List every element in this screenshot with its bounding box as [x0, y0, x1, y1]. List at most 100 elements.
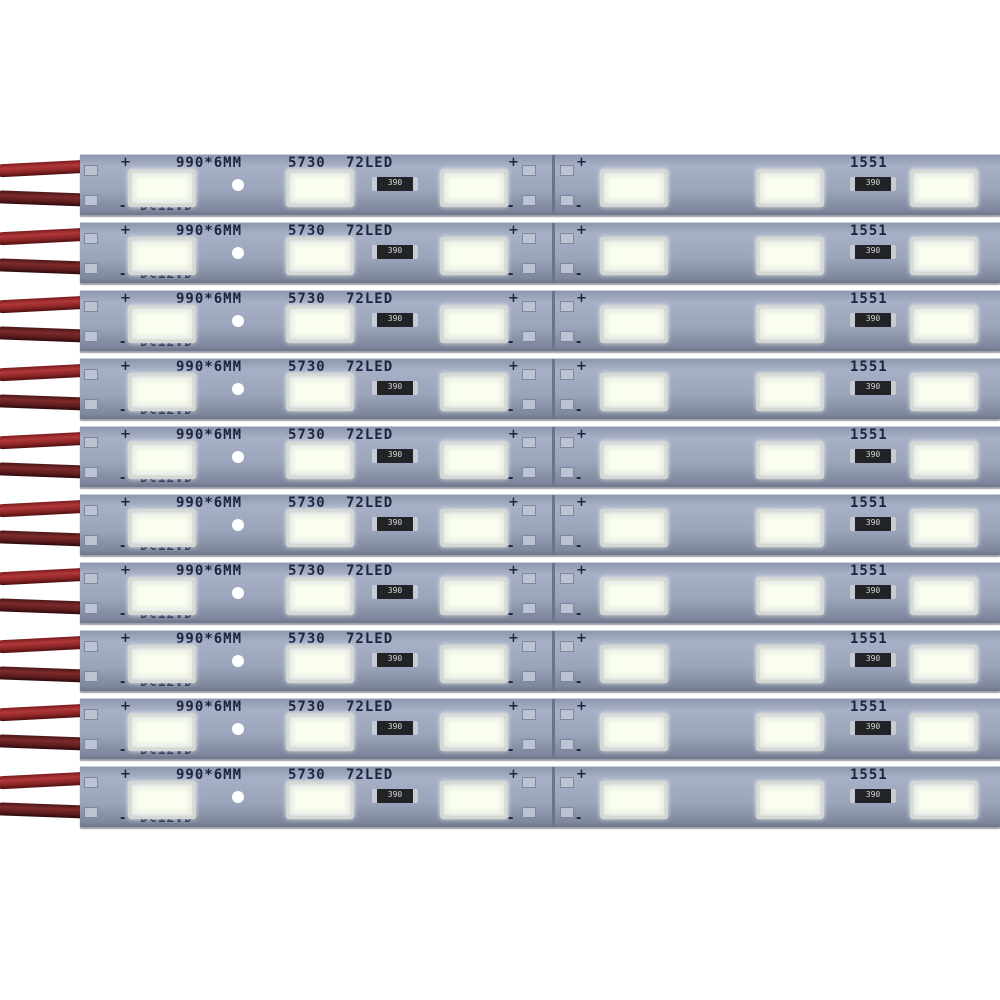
batch-code-text: 1551: [850, 359, 888, 375]
led-emitter: [608, 789, 660, 811]
smd-led: [440, 169, 508, 207]
solder-pad: [84, 331, 98, 342]
solder-pad: [84, 165, 98, 176]
minus-marking: -: [576, 471, 582, 486]
joint-pad: [560, 807, 574, 818]
joint-pad: [560, 263, 574, 274]
joint-pad: [522, 195, 536, 206]
plus-marking: +: [576, 223, 587, 238]
joint-pad: [522, 369, 536, 380]
plus-marking: +: [576, 359, 587, 374]
minus-marking: -: [576, 811, 582, 826]
resistor-value: 390: [387, 246, 403, 255]
smd-resistor: 390: [850, 381, 896, 395]
joint-pad: [560, 739, 574, 750]
smd-led: [286, 577, 354, 615]
minus-marking: -: [508, 607, 514, 622]
led-emitter: [764, 517, 816, 539]
minus-marking: -: [576, 335, 582, 350]
smd-led: [286, 781, 354, 819]
pcb-board: +-990*6MM573072LEDDC12VD390390+-+-1551: [80, 562, 1000, 623]
black-wire: [0, 802, 93, 819]
pcb-board: +-990*6MM573072LEDDC12VD390390+-+-1551: [80, 358, 1000, 419]
minus-marking: -: [576, 743, 582, 758]
smd-resistor: 390: [372, 449, 418, 463]
plus-marking: +: [120, 223, 131, 238]
solder-pad: [84, 505, 98, 516]
mounting-hole: [232, 791, 244, 803]
smd-led: [600, 169, 668, 207]
smd-led: [440, 713, 508, 751]
red-wire: [0, 159, 93, 178]
size-spec-text: 990*6MM: [176, 699, 243, 715]
smd-led: [756, 305, 824, 343]
smd-led: [440, 373, 508, 411]
pcb-board: +-990*6MM573072LEDDC12VD390390+-+-1551: [80, 630, 1000, 691]
joint-pad: [522, 165, 536, 176]
smd-resistor: 390: [850, 313, 896, 327]
solder-pad: [84, 535, 98, 546]
batch-code-text: 1551: [850, 155, 888, 171]
joint-pad: [522, 399, 536, 410]
joint-pad: [560, 535, 574, 546]
plus-marking: +: [120, 631, 131, 646]
smd-led: [600, 441, 668, 479]
smd-led: [600, 373, 668, 411]
led-count-text: 72LED: [346, 631, 394, 647]
pcb-board: +-990*6MM573072LEDDC12VD390390+-+-1551: [80, 290, 1000, 351]
joint-pad: [522, 777, 536, 788]
led-type-text: 5730: [288, 291, 326, 307]
resistor-value: 390: [865, 246, 881, 255]
smd-led: [286, 713, 354, 751]
mounting-hole: [232, 451, 244, 463]
smd-led: [440, 577, 508, 615]
smd-resistor: 390: [850, 585, 896, 599]
smd-led: [600, 645, 668, 683]
smd-led: [286, 509, 354, 547]
led-emitter: [448, 245, 500, 267]
batch-code-text: 1551: [850, 699, 888, 715]
led-emitter: [294, 517, 346, 539]
led-strip: +-990*6MM573072LEDDC12VD390390+-+-1551: [0, 220, 1000, 286]
joint-pad: [522, 709, 536, 720]
minus-marking: -: [508, 335, 514, 350]
plus-marking: +: [508, 155, 519, 170]
smd-led: [440, 781, 508, 819]
smd-resistor: 390: [850, 245, 896, 259]
led-emitter: [764, 585, 816, 607]
minus-marking: -: [120, 267, 126, 282]
led-strip: +-990*6MM573072LEDDC12VD390390+-+-1551: [0, 764, 1000, 830]
black-wire: [0, 734, 93, 751]
plus-marking: +: [120, 699, 131, 714]
led-emitter: [764, 449, 816, 471]
minus-marking: -: [576, 267, 582, 282]
solder-pad: [84, 233, 98, 244]
led-emitter: [294, 313, 346, 335]
led-emitter: [764, 789, 816, 811]
joint-pad: [560, 331, 574, 342]
black-wire: [0, 530, 93, 547]
size-spec-text: 990*6MM: [176, 223, 243, 239]
smd-resistor: 390: [372, 789, 418, 803]
size-spec-text: 990*6MM: [176, 495, 243, 511]
smd-led: [128, 577, 196, 615]
smd-led: [286, 305, 354, 343]
pcb-board: +-990*6MM573072LEDDC12VD390390+-+-1551: [80, 426, 1000, 487]
plus-marking: +: [508, 495, 519, 510]
resistor-value: 390: [387, 654, 403, 663]
minus-marking: -: [508, 403, 514, 418]
plus-marking: +: [576, 427, 587, 442]
strip-joint: [552, 563, 555, 623]
minus-marking: -: [120, 675, 126, 690]
joint-pad: [560, 437, 574, 448]
plus-marking: +: [120, 155, 131, 170]
batch-code-text: 1551: [850, 563, 888, 579]
led-strip: +-990*6MM573072LEDDC12VD390390+-+-1551: [0, 560, 1000, 626]
led-type-text: 5730: [288, 631, 326, 647]
joint-pad: [522, 437, 536, 448]
mounting-hole: [232, 315, 244, 327]
smd-resistor: 390: [850, 721, 896, 735]
black-wire: [0, 598, 93, 615]
red-wire: [0, 431, 93, 450]
led-emitter: [918, 177, 970, 199]
